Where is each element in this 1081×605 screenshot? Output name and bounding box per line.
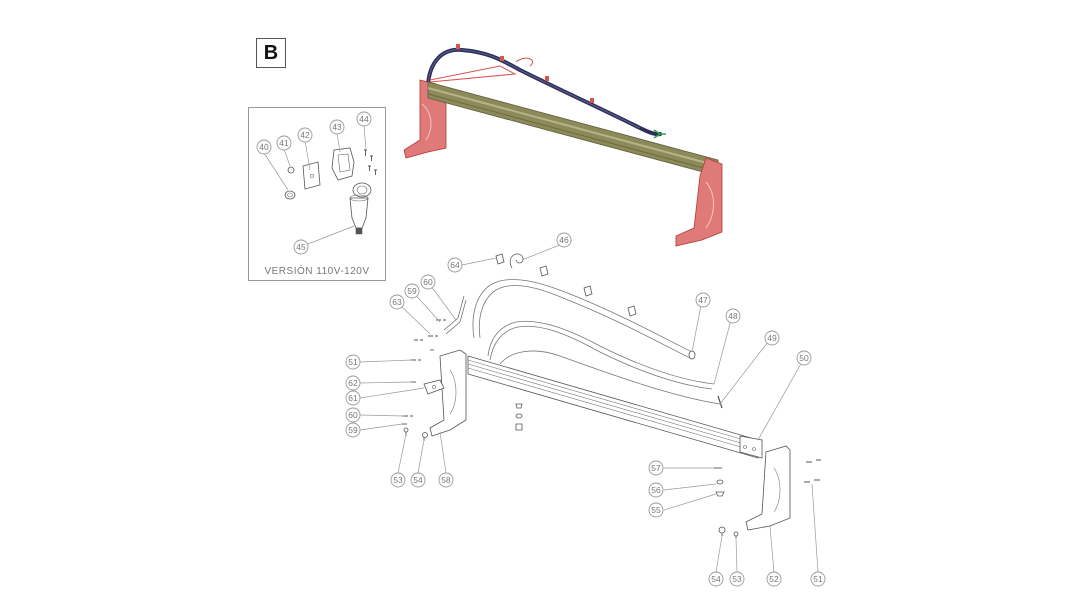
svg-text:56: 56: [651, 485, 661, 495]
callout-63: 63: [389, 294, 405, 310]
callout-50: 50: [796, 350, 812, 366]
inset-callouts: 40 41 42 43 44 45: [256, 111, 372, 255]
assembled-tie-line: [429, 65, 517, 83]
part-58-left-bracket: [429, 349, 467, 437]
callout-53-left: 53: [390, 472, 406, 488]
exploded-view: [402, 253, 821, 538]
part-50-profile-beam: [467, 355, 759, 459]
svg-text:50: 50: [799, 353, 809, 363]
right-red-bracket: [675, 157, 723, 247]
svg-text:44: 44: [359, 114, 369, 124]
svg-text:51: 51: [813, 574, 823, 584]
svg-text:52: 52: [769, 574, 779, 584]
callout-48: 48: [725, 308, 741, 324]
section-label: B: [256, 38, 286, 68]
assembled-view: [403, 44, 723, 247]
svg-text:51: 51: [348, 357, 358, 367]
callout-62: 62: [345, 375, 361, 391]
svg-text:64: 64: [450, 260, 460, 270]
svg-text:58: 58: [441, 475, 451, 485]
part-41-washer: [287, 166, 295, 174]
callout-40: 40: [256, 139, 272, 155]
svg-text:55: 55: [651, 505, 661, 515]
callout-47: 47: [695, 292, 711, 308]
callout-56: 56: [648, 482, 664, 498]
leader-lines: [263, 124, 819, 573]
callout-54-left: 54: [410, 472, 426, 488]
svg-text:49: 49: [767, 333, 777, 343]
callout-51-left: 51: [345, 354, 361, 370]
svg-text:43: 43: [332, 122, 342, 132]
callout-43: 43: [329, 119, 345, 135]
part-43-socket-body: [331, 147, 355, 181]
callout-52: 52: [766, 571, 782, 587]
callout-59-bottom: 59: [345, 422, 361, 438]
svg-text:61: 61: [348, 393, 358, 403]
callout-64: 64: [447, 257, 463, 273]
svg-text:40: 40: [259, 142, 269, 152]
callout-45: 45: [293, 239, 309, 255]
callout-60-bottom: 60: [345, 407, 361, 423]
part-61-clamp: [423, 379, 445, 395]
callout-54-right: 54: [708, 571, 724, 587]
exploded-callouts: 64 46 60 59 63 51 62 61 60 59 53 54 58 4…: [345, 232, 826, 587]
svg-text:57: 57: [651, 463, 661, 473]
callout-55: 55: [648, 502, 664, 518]
part-44-screws: [364, 149, 377, 175]
svg-text:47: 47: [698, 295, 708, 305]
part-43-socket-ring: [352, 182, 372, 198]
svg-text:46: 46: [559, 235, 569, 245]
svg-text:62: 62: [348, 378, 358, 388]
part-52-right-bracket: [745, 445, 791, 531]
nuts-and-clips: [403, 253, 739, 537]
cable-clips: [456, 44, 594, 103]
part-48-hose: [487, 320, 715, 385]
callout-46: 46: [556, 232, 572, 248]
green-connector: [653, 129, 666, 139]
callout-61: 61: [345, 390, 361, 406]
part-40-gland-nut: [284, 190, 296, 200]
svg-text:54: 54: [711, 574, 721, 584]
svg-text:54: 54: [413, 475, 423, 485]
part-47-hose: [472, 279, 693, 353]
fasteners: [402, 319, 821, 538]
part-46-clip: [509, 253, 524, 269]
svg-text:42: 42: [300, 130, 310, 140]
part-45-plug: [349, 197, 369, 229]
callout-41: 41: [276, 135, 292, 151]
svg-text:41: 41: [279, 138, 289, 148]
svg-text:53: 53: [732, 574, 742, 584]
svg-text:60: 60: [423, 277, 433, 287]
callout-58: 58: [438, 472, 454, 488]
callout-60-top: 60: [420, 274, 436, 290]
callout-44: 44: [356, 111, 372, 127]
svg-text:60: 60: [348, 410, 358, 420]
callout-49: 49: [764, 330, 780, 346]
callout-53-right: 53: [729, 571, 745, 587]
inset-parts: [284, 147, 377, 235]
svg-text:53: 53: [393, 475, 403, 485]
svg-text:59: 59: [407, 286, 417, 296]
inset-caption: VERSIÓN 110V-120V: [264, 266, 370, 277]
svg-text:59: 59: [348, 425, 358, 435]
callout-51-right: 51: [810, 571, 826, 587]
callout-59-top: 59: [404, 283, 420, 299]
callout-57: 57: [648, 460, 664, 476]
part-49-wire: [499, 350, 721, 405]
callout-42: 42: [297, 127, 313, 143]
svg-text:48: 48: [728, 311, 738, 321]
svg-text:45: 45: [296, 242, 306, 252]
svg-text:63: 63: [392, 297, 402, 307]
part-42-plate: [302, 161, 321, 190]
